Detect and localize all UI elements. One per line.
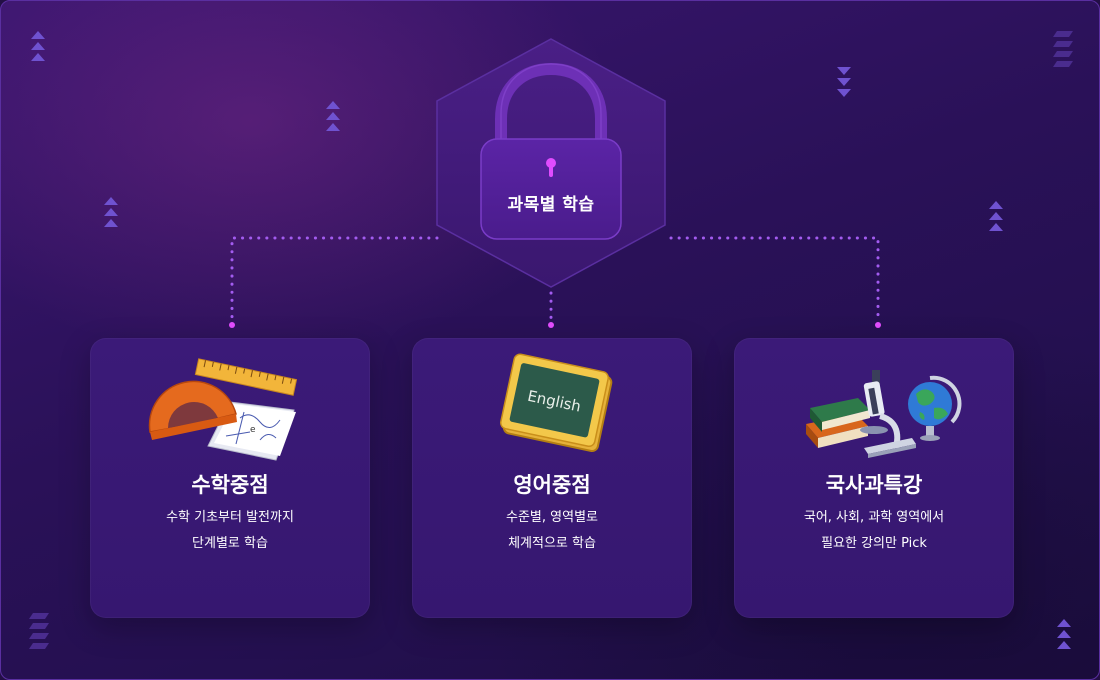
card-description-line: 수학 기초부터 발전까지: [166, 510, 294, 525]
up-arrows-decoration-icon: [104, 197, 118, 229]
down-arrows-decoration-icon: [837, 67, 851, 99]
card-description-line: 필요한 강의만 Pick: [821, 536, 927, 551]
special-lecture-card[interactable]: 국사과특강 국어, 사회, 과학 영역에서 필요한 강의만 Pick: [734, 338, 1014, 618]
english-focus-card[interactable]: English 영어중점 수준별, 영역별로 체계적으로 학습: [412, 338, 692, 618]
up-arrows-decoration-icon: [326, 101, 340, 133]
ruler-protractor-icon: e: [148, 358, 298, 461]
card-title: 국사과특강: [825, 473, 923, 497]
card-title: 수학중점: [191, 473, 269, 497]
card-description: 국어, 사회, 과학 영역에서 필요한 강의만 Pick: [734, 505, 1014, 557]
science-books-globe-icon: [806, 370, 962, 458]
card-description-line: 국어, 사회, 과학 영역에서: [803, 510, 945, 525]
lock-icon: [436, 38, 666, 288]
chalkboard-icon: English: [500, 353, 613, 453]
stripes-decoration-icon: [1053, 31, 1073, 67]
card-description-line: 수준별, 영역별로: [506, 510, 598, 525]
stripes-decoration-icon: [29, 613, 49, 649]
card-description: 수학 기초부터 발전까지 단계별로 학습: [90, 505, 370, 557]
card-description-line: 체계적으로 학습: [508, 536, 596, 551]
up-arrows-decoration-icon: [989, 201, 1003, 233]
up-arrows-decoration-icon: [31, 31, 45, 63]
math-focus-card[interactable]: e 수학중점 수학 기초부터 발전까지 단계별로 학습: [90, 338, 370, 618]
center-title: 과목별 학습: [507, 195, 595, 215]
card-description: 수준별, 영역별로 체계적으로 학습: [412, 505, 692, 557]
svg-text:e: e: [250, 425, 256, 435]
up-arrows-decoration-icon: [1057, 619, 1071, 651]
card-title: 영어중점: [513, 473, 591, 497]
card-description-line: 단계별로 학습: [192, 536, 268, 551]
